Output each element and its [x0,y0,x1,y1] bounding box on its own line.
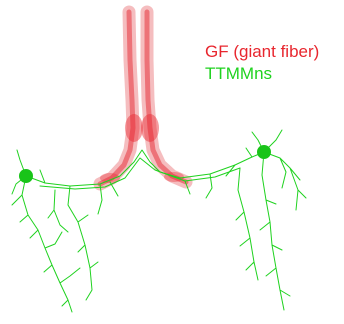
giant-fiber-left-dense-region [125,114,143,142]
legend-label-giant-fiber: GF (giant fiber) [205,42,319,62]
legend-label-ttmm-neurons: TTMMns [205,64,272,84]
giant-fiber-right-dense-region [141,114,159,142]
ttmm-left-soma [19,169,33,183]
ttmm-right-soma [257,145,271,159]
